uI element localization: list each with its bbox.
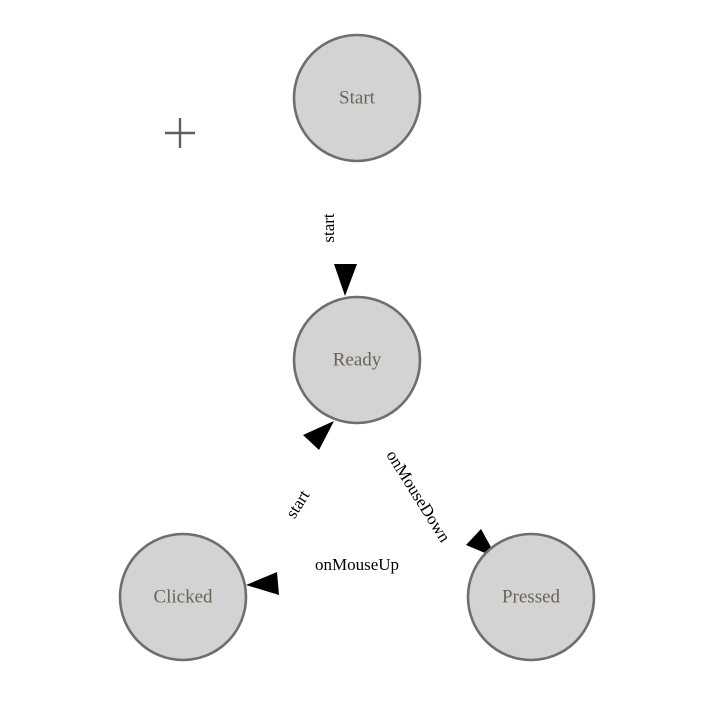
- edge-start-to-ready[interactable]: start: [319, 160, 357, 296]
- node-pressed-label: Pressed: [502, 586, 561, 607]
- node-start-label: Start: [339, 87, 376, 108]
- edge-label-onmousedown: onMouseDown: [383, 447, 455, 546]
- node-ready-label: Ready: [333, 349, 382, 370]
- node-clicked[interactable]: Clicked: [118, 532, 248, 662]
- node-start[interactable]: Start: [292, 33, 422, 163]
- node-ready-circle[interactable]: [292, 295, 422, 425]
- edge-clicked-to-ready[interactable]: start: [228, 421, 334, 553]
- node-pressed[interactable]: Pressed: [466, 532, 596, 662]
- edge-label-start-restart: start: [282, 486, 314, 521]
- edge-label-onmouseup: onMouseUp: [315, 555, 399, 574]
- edge-label-start: start: [319, 213, 338, 243]
- arrowhead-into-ready-from-start: [334, 264, 357, 296]
- crosshair-icon[interactable]: [165, 118, 195, 148]
- edge-path-pressed-to-clicked: [264, 577, 468, 589]
- node-ready[interactable]: Ready: [292, 295, 422, 425]
- node-clicked-label: Clicked: [153, 586, 213, 607]
- node-start-circle[interactable]: [292, 33, 422, 163]
- edge-ready-to-pressed[interactable]: onMouseDown: [383, 415, 497, 558]
- node-clicked-circle[interactable]: [118, 532, 248, 662]
- arrowhead-into-ready-from-clicked: [303, 421, 334, 450]
- arrowhead-into-clicked: [246, 572, 279, 595]
- edge-pressed-to-clicked[interactable]: onMouseUp: [246, 555, 468, 595]
- node-pressed-circle[interactable]: [466, 532, 596, 662]
